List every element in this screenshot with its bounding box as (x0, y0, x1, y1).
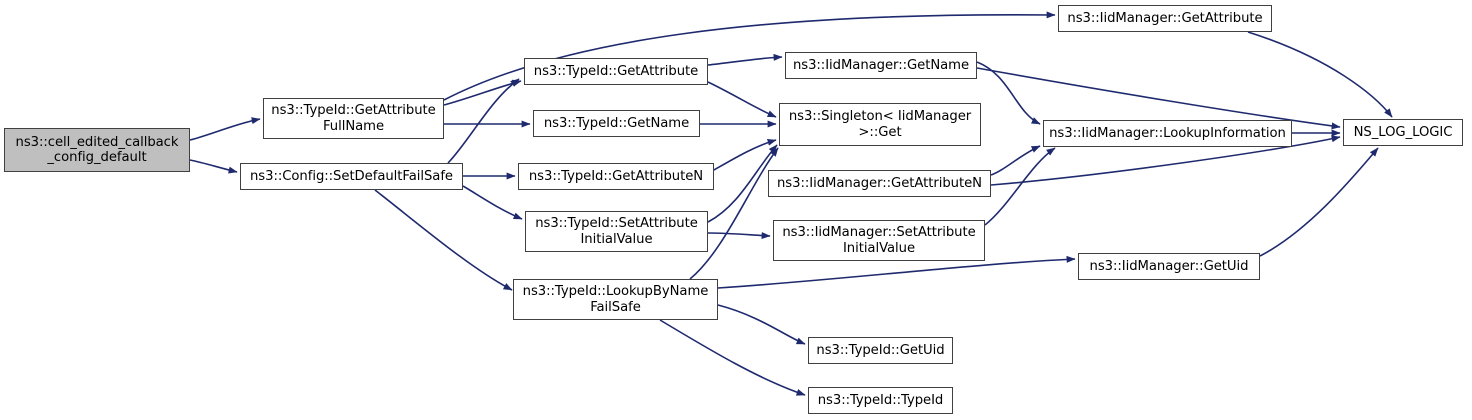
call-graph-node-iid_getattribute[interactable]: ns3::IidManager::GetAttribute (1058, 5, 1272, 32)
call-edge (1247, 31, 1393, 118)
call-edge (707, 81, 777, 118)
call-graph-node-tid_lookupbyname[interactable]: ns3::TypeId::LookupByName FailSafe (513, 279, 718, 320)
call-graph-node-singleton_get[interactable]: ns3::Singleton< IidManager >::Get (779, 103, 981, 146)
call-graph-node-ns_log_logic[interactable]: NS_LOG_LOGIC (1343, 119, 1463, 146)
call-edge (1259, 147, 1379, 257)
call-edge (189, 117, 261, 141)
call-graph-node-iid_getname[interactable]: ns3::IidManager::GetName (785, 52, 977, 79)
call-graph-node-iid_setattrinit[interactable]: ns3::IidManager::SetAttribute InitialVal… (773, 220, 985, 261)
call-graph-node-setdefaultfailsafe[interactable]: ns3::Config::SetDefaultFailSafe (240, 163, 463, 190)
call-edge (984, 147, 1056, 226)
call-edge (707, 232, 771, 240)
call-edge (443, 79, 522, 106)
call-graph-node-iid_lookupinfo[interactable]: ns3::IidManager::LookupInformation (1043, 120, 1292, 147)
call-edge (713, 138, 777, 171)
call-edge (374, 189, 513, 291)
call-graph-node-iid_getuid[interactable]: ns3::IidManager::GetUid (1078, 253, 1260, 280)
call-graph-node-tid_getuid[interactable]: ns3::TypeId::GetUid (808, 337, 953, 364)
call-graph-node-tid_typeid[interactable]: ns3::TypeId::TypeId (808, 387, 953, 414)
call-graph-node-cell_edited[interactable]: ns3::cell_edited_callback _config_defaul… (4, 128, 190, 172)
call-edge (707, 144, 778, 223)
call-graph-node-tid_setattrinit[interactable]: ns3::TypeId::SetAttribute InitialValue (525, 211, 708, 252)
call-edge (189, 159, 238, 174)
call-edge (462, 185, 523, 220)
call-graph-node-iid_getattributen[interactable]: ns3::IidManager::GetAttributeN (768, 170, 991, 197)
call-graph-node-tid_getattributen[interactable]: ns3::TypeId::GetAttributeN (518, 163, 714, 190)
call-edge (447, 78, 520, 164)
call-edge (659, 319, 806, 396)
call-edge (717, 304, 806, 345)
call-edge (976, 61, 1041, 125)
call-edge (990, 145, 1041, 176)
call-edge (976, 67, 1341, 130)
call-edge (717, 255, 1076, 289)
call-graph-node-tid_getattribute[interactable]: ns3::TypeId::GetAttribute (524, 58, 708, 85)
call-edge (707, 53, 783, 66)
call-graph-node-tid_getname[interactable]: ns3::TypeId::GetName (533, 110, 700, 137)
call-graph-node-getattrfullname[interactable]: ns3::TypeId::GetAttribute FullName (263, 98, 444, 139)
